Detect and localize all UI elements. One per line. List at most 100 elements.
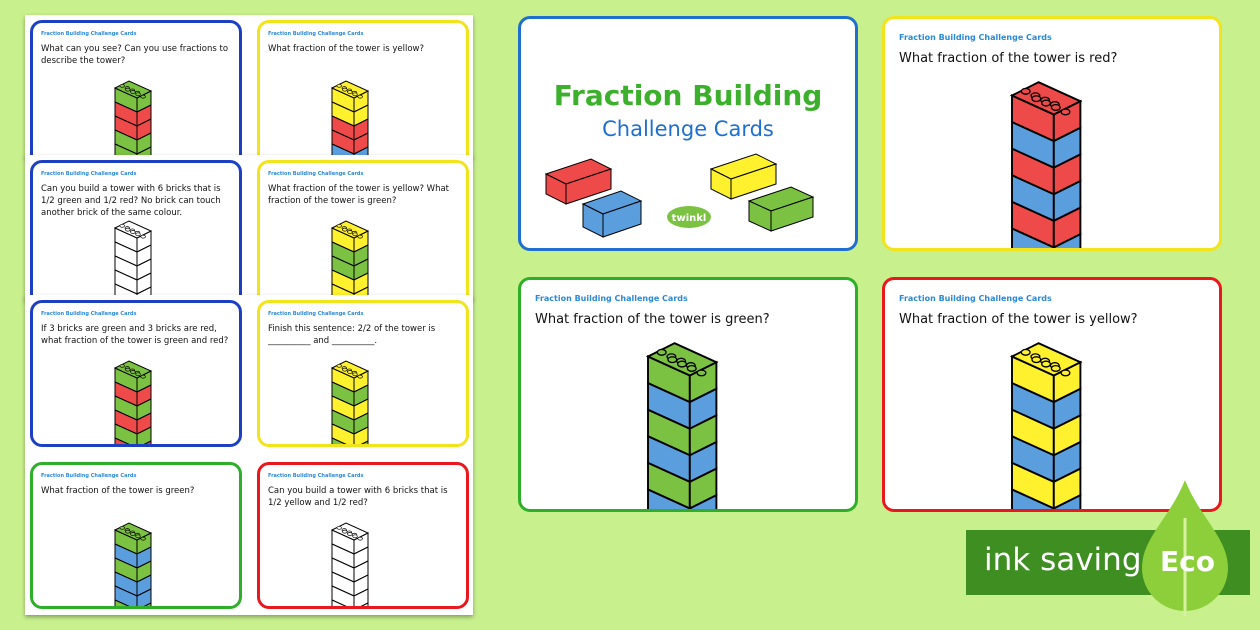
brick-green: [114, 423, 138, 444]
brick-red: [114, 437, 130, 444]
brick-stud: [135, 534, 141, 539]
card-header: Fraction Building Challenge Cards: [41, 31, 137, 37]
cover-subtitle: Challenge Cards: [602, 117, 774, 141]
eco-leaf-icon: [1142, 480, 1228, 616]
card-question: What fraction of the tower is yellow? Wh…: [268, 184, 450, 206]
card-header: Fraction Building Challenge Cards: [41, 311, 137, 317]
brick-stud: [1050, 103, 1061, 111]
card-question: Can you build a tower with 6 bricks that…: [268, 486, 448, 508]
card-header: Fraction Building Challenge Cards: [268, 31, 364, 37]
brick-stud: [667, 356, 678, 364]
brick-tower: [330, 522, 370, 606]
brick-stud: [347, 230, 353, 234]
brick-stud: [125, 367, 131, 372]
brick-stud: [1031, 95, 1042, 103]
brick-white: [360, 602, 369, 606]
brick-stud: [130, 90, 136, 94]
brick-stud: [1060, 108, 1071, 116]
brick-stud: [696, 369, 707, 377]
brick-stud: [347, 90, 353, 94]
brick-stud: [352, 372, 358, 377]
brick-white: [331, 599, 347, 606]
brick-stud: [342, 529, 348, 534]
brick-stud: [342, 227, 348, 232]
brick-stud: [119, 83, 125, 88]
card-question: What fraction of the tower is yellow?: [268, 44, 424, 54]
brick-tower: [330, 360, 370, 444]
brick-stud: [1020, 348, 1031, 356]
brick-stud: [336, 525, 342, 530]
brick-blue: [1011, 488, 1055, 509]
brick-white: [331, 585, 355, 606]
brick-tower: [330, 80, 370, 158]
card-question: What fraction of the tower is green?: [41, 486, 195, 496]
brick-stud: [336, 83, 342, 88]
brick-stud: [1060, 369, 1071, 377]
card-header: Fraction Building Challenge Cards: [41, 171, 137, 177]
card-question: What fraction of the tower is green?: [535, 312, 770, 327]
brick-blue: [688, 493, 718, 509]
brick-green: [114, 143, 138, 158]
brick-yellow: [331, 423, 355, 444]
brick-tower: [113, 522, 153, 606]
brick-stud: [140, 374, 146, 379]
brick-blue: [114, 585, 138, 606]
brick-stud: [686, 364, 697, 372]
brick-tower: [113, 80, 153, 158]
card-header: Fraction Building Challenge Cards: [268, 473, 364, 479]
brick-green: [143, 602, 152, 606]
brick-red: [143, 440, 152, 444]
brick-stud: [119, 363, 125, 368]
brick-blue: [1052, 493, 1082, 509]
brick-stud: [677, 360, 688, 368]
brick-blue: [1011, 227, 1055, 248]
brick-stud: [135, 372, 141, 377]
cover-card: Fraction Building Challenge Cards twinkl: [518, 16, 858, 251]
brick-tower: [1010, 81, 1083, 248]
brick-stud: [336, 363, 342, 368]
brick-stud: [347, 370, 353, 374]
brick-stud: [140, 536, 146, 541]
brick-blue: [647, 488, 691, 509]
cover-title: Fraction Building: [553, 79, 823, 112]
card-header: Fraction Building Challenge Cards: [899, 294, 1052, 303]
brick-stud: [656, 348, 667, 356]
brick-stud: [125, 529, 131, 534]
brick-stud: [125, 87, 131, 92]
brick-stud: [357, 234, 363, 239]
card-header: Fraction Building Challenge Cards: [268, 171, 364, 177]
brick-stud: [336, 223, 342, 228]
brick-blue: [1052, 232, 1082, 248]
brick-stud: [140, 234, 146, 239]
brick-stud: [357, 374, 363, 379]
brick-stud: [342, 87, 348, 92]
eco-badge: Eco: [1160, 545, 1215, 578]
card-question: What can you see? Can you use fractions …: [41, 44, 229, 66]
brick-stud: [135, 92, 141, 97]
brick-green: [331, 437, 347, 444]
card-question: Can you build a tower with 6 bricks that…: [41, 184, 221, 218]
card-question: Finish this sentence: 2/2 of the tower i…: [268, 324, 436, 346]
card-header: Fraction Building Challenge Cards: [41, 473, 137, 479]
brick-stud: [135, 232, 141, 237]
brick-stud: [342, 367, 348, 372]
brick-tower: [330, 220, 370, 300]
lego-bricks-illustration: twinkl: [544, 153, 815, 238]
brick-blue: [331, 143, 355, 158]
brick-tower: [113, 220, 153, 300]
brick-stud: [140, 94, 146, 99]
brick-stud: [352, 92, 358, 97]
brick-stud: [119, 223, 125, 228]
card-header: Fraction Building Challenge Cards: [899, 33, 1052, 42]
